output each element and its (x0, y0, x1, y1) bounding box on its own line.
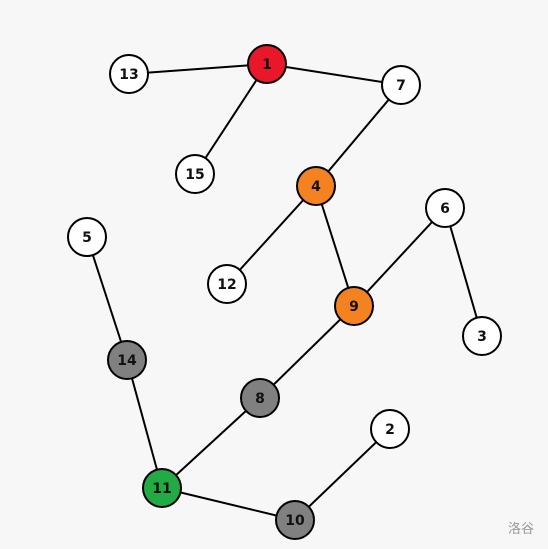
edge-5-14 (86, 236, 128, 361)
edge-11-10 (161, 487, 296, 521)
edge-4-9 (315, 185, 355, 307)
node-label: 5 (82, 230, 92, 246)
node-circle (462, 316, 502, 356)
node-circle (175, 154, 215, 194)
node-12: 12 (207, 264, 247, 304)
edge-8-11 (161, 397, 261, 489)
node-4: 4 (296, 166, 336, 206)
node-circle (247, 44, 287, 84)
node-label: 12 (217, 277, 236, 293)
edge-4-12 (226, 185, 317, 285)
node-label: 14 (117, 353, 137, 369)
node-8: 8 (240, 378, 280, 418)
edge-6-3 (444, 207, 483, 337)
node-7: 7 (381, 65, 421, 105)
node-circle (109, 54, 149, 94)
node-circle (107, 340, 147, 380)
node-1: 1 (247, 44, 287, 84)
node-circle (425, 188, 465, 228)
node-5: 5 (67, 217, 107, 257)
node-label: 6 (440, 201, 450, 217)
node-9: 9 (334, 286, 374, 326)
edge-9-6 (353, 207, 446, 307)
node-label: 7 (396, 78, 406, 94)
node-circle (334, 286, 374, 326)
node-label: 2 (385, 422, 395, 438)
node-3: 3 (462, 316, 502, 356)
watermark-text: 洛谷 (507, 522, 534, 537)
node-label: 11 (152, 481, 171, 497)
node-label: 10 (285, 513, 305, 529)
node-label: 4 (311, 179, 321, 195)
node-15: 15 (175, 154, 215, 194)
node-13: 13 (109, 54, 149, 94)
edges-layer (86, 63, 483, 521)
node-circle (370, 409, 410, 449)
node-circle (142, 468, 182, 508)
edge-1-7 (266, 63, 402, 86)
node-11: 11 (142, 468, 182, 508)
node-circle (381, 65, 421, 105)
node-label: 15 (185, 167, 204, 183)
node-14: 14 (107, 340, 147, 380)
edge-7-4 (315, 84, 402, 187)
node-label: 1 (262, 57, 272, 73)
node-10: 10 (275, 500, 315, 540)
edge-1-13 (128, 63, 268, 75)
node-circle (67, 217, 107, 257)
node-circle (275, 500, 315, 540)
node-label: 8 (255, 391, 265, 407)
edge-14-11 (126, 359, 163, 489)
edge-1-15 (194, 63, 268, 175)
node-circle (240, 378, 280, 418)
node-6: 6 (425, 188, 465, 228)
node-circle (207, 264, 247, 304)
node-label: 9 (349, 299, 359, 315)
edge-9-8 (259, 305, 355, 399)
node-circle (296, 166, 336, 206)
node-label: 3 (477, 329, 487, 345)
node-2: 2 (370, 409, 410, 449)
node-label: 13 (119, 67, 138, 83)
edge-10-2 (294, 428, 391, 521)
